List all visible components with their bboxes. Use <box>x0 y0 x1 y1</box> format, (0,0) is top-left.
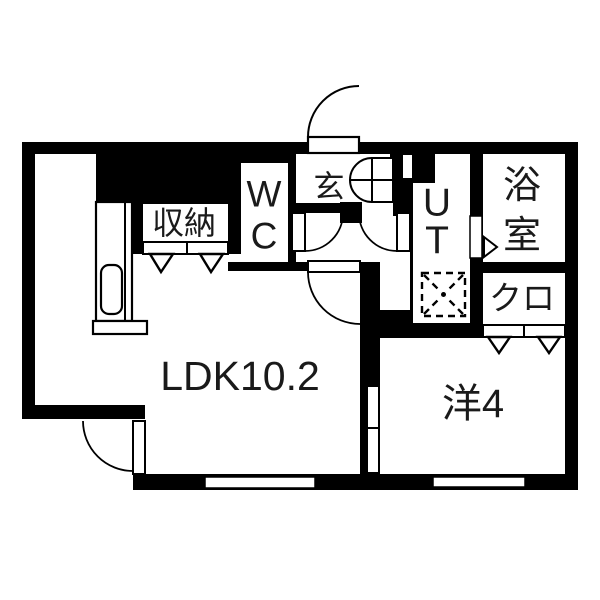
entrance-door-leaf <box>306 135 361 155</box>
entrance-label: 玄 <box>314 170 345 205</box>
window-western-room <box>432 476 526 488</box>
storage-door-triangle-right <box>197 252 226 275</box>
shoe-cabinet-door-fan-lower <box>348 179 373 204</box>
southwest-door-swing-arc <box>82 420 134 472</box>
washer-diagonal-4 <box>445 296 464 315</box>
kitchen-sink <box>99 263 124 316</box>
divider-sliding-panel-2 <box>366 427 380 474</box>
kitchen-counter-base <box>91 319 149 336</box>
window-ldk <box>204 476 316 489</box>
storage-door-triangle-left <box>147 252 176 275</box>
washer-diagonal-1 <box>423 274 442 293</box>
wall-ut-left-thin <box>410 216 413 338</box>
utility-door-swing-arc <box>358 212 398 252</box>
kitchen-counter <box>91 200 149 336</box>
utility-label-u: U <box>423 182 451 225</box>
closet-door-triangle-left <box>485 335 513 356</box>
niche-opening <box>403 155 412 178</box>
storage-doors <box>142 241 229 275</box>
wall-ut-bottom <box>413 323 470 338</box>
closet-doors <box>482 324 566 356</box>
washer-center-dot <box>441 292 446 297</box>
wall-core-topleft <box>96 153 241 204</box>
utility-label-t: T <box>425 220 449 263</box>
shoe-cabinet-upper <box>371 157 394 181</box>
bathroom-label-1: 浴 <box>503 165 541 207</box>
western-room-label: 洋4 <box>442 382 504 426</box>
wall-storage-left-jamb <box>133 204 143 254</box>
washer-dashed-box <box>420 271 467 318</box>
wall-bath-bottom <box>483 262 565 273</box>
wall-ut-step <box>390 142 435 183</box>
walls <box>22 142 578 490</box>
washing-machine-space <box>420 271 467 318</box>
divider-sliding-panel-1 <box>366 385 380 429</box>
closet-door-triangle-right <box>535 335 563 356</box>
wall-top-wc <box>228 142 296 163</box>
storage-label: 収納 <box>152 205 216 241</box>
ldk-label: LDK10.2 <box>160 353 320 399</box>
ldk-door-swing-arc <box>307 271 361 325</box>
shoe-cabinet-door-fan-upper <box>348 156 373 181</box>
wc-label-c: C <box>251 216 278 257</box>
wall-top <box>22 142 578 154</box>
bathroom-door-triangle <box>483 234 499 260</box>
wall-hall-top <box>288 203 362 213</box>
storage-door-strip <box>142 241 229 255</box>
wc-door-leaf <box>291 212 306 252</box>
wc-door-swing-arc <box>304 212 344 252</box>
southwest-door-leaf <box>132 420 146 475</box>
wall-step-southwest <box>22 405 145 419</box>
wall-storage-right-jamb <box>228 204 241 254</box>
bathroom-door-opening <box>469 215 483 259</box>
wall-right <box>565 142 578 490</box>
wall-under-pocket <box>377 310 413 338</box>
wall-left <box>22 142 35 419</box>
closet-label: クロ <box>489 280 555 317</box>
wall-hall-mid-chunk <box>340 202 362 223</box>
washer-diagonal-2 <box>445 274 464 293</box>
wall-hall-bottom <box>228 262 308 271</box>
utility-door-leaf <box>396 212 411 252</box>
entrance-door-swing-arc <box>307 85 360 138</box>
wc-label-w: W <box>247 174 282 215</box>
washer-diagonal-3 <box>423 296 442 315</box>
ldk-door-leaf <box>307 260 361 273</box>
shoe-cabinet-lower <box>371 179 394 203</box>
bathroom-label-2: 室 <box>503 215 541 257</box>
